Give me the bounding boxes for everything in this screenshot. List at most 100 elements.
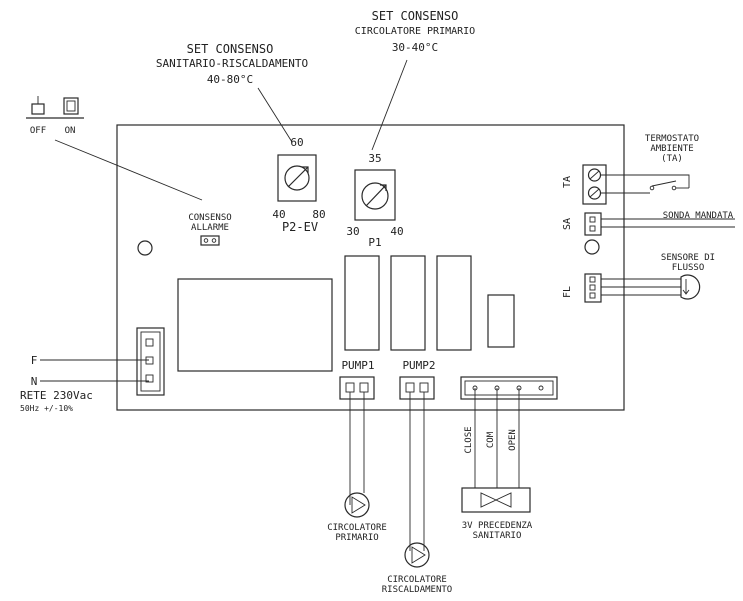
p1-indicator — [365, 184, 387, 207]
label-termostato: TERMOSTATO — [645, 134, 699, 144]
p1-max-value: 40 — [390, 225, 403, 238]
label-sa: SA — [562, 218, 573, 230]
label-rete-frequency: 50Hz +/-10% — [20, 404, 73, 413]
label-circolatore-primario-2: PRIMARIO — [335, 533, 378, 543]
power-switch: OFF ON — [26, 96, 84, 136]
transformer — [177, 278, 333, 372]
p1-min-value: 30 — [346, 225, 359, 238]
p1-name: P1 — [368, 236, 381, 249]
p2-knob — [284, 165, 310, 191]
power-connector — [136, 327, 165, 396]
p2-min-value: 40 — [272, 208, 285, 221]
flow-sensor-symbol — [680, 274, 701, 300]
sa-connector — [584, 212, 602, 236]
label-ta: TA — [562, 176, 573, 188]
thermostat-lever — [651, 180, 677, 187]
thermostat-contact-right — [671, 185, 677, 191]
fl-pin-1 — [589, 276, 596, 283]
label-ta-paren: (TA) — [661, 154, 683, 164]
label-rete: RETE 230Vac — [20, 389, 93, 402]
power-pin-3 — [145, 374, 154, 383]
circolatore-riscaldamento-triangle — [411, 546, 426, 564]
valve-connector — [460, 376, 558, 400]
valve-triangle-right — [494, 492, 512, 508]
thermostat-switch-symbol — [649, 180, 689, 191]
p1-housing — [354, 169, 396, 221]
label-flusso: FLUSSO — [672, 263, 705, 273]
label-pump1: PUMP1 — [341, 359, 374, 372]
circolatore-riscaldamento-symbol — [404, 542, 430, 568]
p2-top-value: 60 — [290, 136, 303, 149]
p2-indicator — [287, 166, 309, 188]
ta-screw-1-slot — [589, 170, 600, 180]
p2-arrowhead — [302, 166, 309, 173]
p2-name: P2-EV — [282, 220, 318, 234]
fl-pin-2 — [589, 284, 596, 291]
label-allarme: ALLARME — [191, 223, 229, 233]
trimmer-p1: 35 30 40 P1 — [346, 152, 403, 249]
valve-triangle-left — [480, 492, 498, 508]
label-circolatore-riscaldamento-1: CIRCOLATORE — [387, 575, 447, 585]
label-circolatore-riscaldamento-2: RISCALDAMENTO — [382, 585, 452, 595]
ta-terminal-housing — [582, 164, 607, 205]
power-pin-2 — [145, 356, 154, 365]
p1-arrowhead — [380, 184, 387, 191]
fl-pin-3 — [589, 292, 596, 299]
control-board-outline — [116, 124, 625, 411]
relay-3 — [436, 255, 472, 351]
mounting-hole-right — [584, 239, 600, 255]
label-f: F — [31, 354, 38, 367]
label-circolatore-primario-1: CIRCOLATORE — [327, 523, 387, 533]
switch-on-key — [63, 97, 79, 115]
label-circolatore-primario-top: CIRCOLATORE PRIMARIO — [355, 26, 475, 37]
flow-sensor-arrowhead — [682, 289, 690, 295]
p2-max-value: 80 — [312, 208, 325, 221]
connector-pin — [211, 238, 217, 243]
power-connector-inner — [140, 331, 161, 392]
relay-1 — [344, 255, 380, 351]
circolatore-primario-circle — [344, 492, 370, 518]
p1-top-value: 35 — [368, 152, 381, 165]
label-sanitario-riscaldamento: SANITARIO-RISCALDAMENTO — [156, 57, 308, 70]
sa-pin-1 — [589, 216, 596, 223]
power-pin-1 — [145, 338, 154, 347]
ta-wire-top — [600, 174, 690, 188]
label-pump2: PUMP2 — [402, 359, 435, 372]
label-sonda-mandata: SONDA MANDATA — [663, 211, 734, 221]
ta-screw-2-slot — [589, 188, 600, 198]
label-ambiente: AMBIENTE — [650, 144, 693, 154]
three-way-valve-symbol — [461, 487, 531, 513]
label-valvola-precedenza-1: 3V PRECEDENZA — [462, 521, 533, 531]
pump1-connector — [339, 376, 375, 400]
relay-small — [487, 294, 515, 348]
label-n: N — [31, 375, 38, 388]
valve-pin-4 — [538, 385, 544, 391]
sa-pin-2 — [589, 225, 596, 232]
label-open: OPEN — [508, 429, 518, 451]
label-set-consenso-sanitario: SET CONSENSO — [187, 42, 274, 56]
label-off: OFF — [30, 126, 46, 136]
label-set-consenso-primary: SET CONSENSO — [372, 9, 459, 23]
label-on: ON — [65, 126, 76, 136]
label-consenso: CONSENSO — [188, 213, 231, 223]
consenso-allarme-connector — [200, 235, 220, 246]
circolatore-riscaldamento-circle — [404, 542, 430, 568]
ta-terminal-block — [582, 164, 607, 205]
label-range-40-80: 40-80°C — [207, 73, 253, 86]
label-range-30-40: 30-40°C — [392, 41, 438, 54]
flow-sensor-body — [680, 274, 701, 300]
thermostat-contact-left — [649, 185, 655, 191]
fl-connector — [584, 273, 602, 303]
switch-off-key — [31, 103, 45, 115]
label-sensore-di: SENSORE DI — [661, 253, 715, 263]
switch-on-inner — [66, 100, 76, 112]
p1-knob — [361, 182, 389, 210]
leader-line-p1 — [371, 59, 408, 151]
circolatore-primario-triangle — [351, 496, 366, 514]
relay-2 — [390, 255, 426, 351]
label-fl: FL — [562, 286, 573, 298]
connector-pin — [203, 238, 209, 243]
circolatore-primario-symbol — [344, 492, 370, 518]
valve-connector-inner — [464, 380, 554, 396]
